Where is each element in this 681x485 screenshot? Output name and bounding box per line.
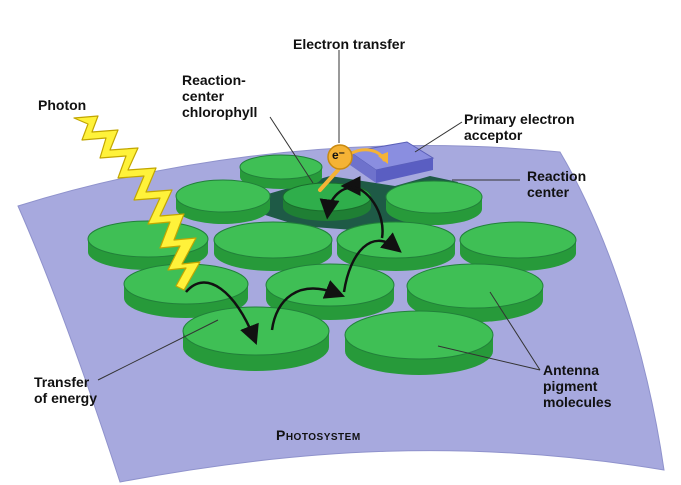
electron-transfer-label: Electron transfer <box>293 36 406 52</box>
primary-electron-acceptor-label: Primary electron acceptor <box>464 111 575 143</box>
energy-transfer-arrow <box>270 280 345 331</box>
antenna-disc <box>239 154 323 189</box>
antenna-disc <box>175 179 271 224</box>
electron-icon <box>327 144 353 170</box>
leader-line <box>269 116 314 184</box>
leader-line <box>414 121 463 153</box>
leader-line <box>489 291 541 371</box>
photosystem-label: Photosystem <box>276 427 361 443</box>
antenna-disc <box>459 221 577 271</box>
leader-line <box>437 345 541 371</box>
photon-label: Photon <box>38 97 87 113</box>
antenna-pigment-molecules-label: Antenna pigment molecules <box>543 362 612 410</box>
leader-line <box>97 319 219 381</box>
antenna-disc <box>344 310 494 375</box>
antenna-disc <box>182 306 330 371</box>
electron-symbol: e⁻ <box>332 148 346 162</box>
reaction-center-chlorophyll-label: Reaction- center chlorophyll <box>182 72 258 120</box>
photon-lightning-icon <box>73 115 201 291</box>
antenna-disc <box>213 221 333 271</box>
energy-transfer-arrow <box>319 186 361 220</box>
reaction-center-label: Reaction center <box>527 168 587 200</box>
electron-trail <box>318 168 340 192</box>
transfer-of-energy-label: Transfer of energy <box>34 374 98 406</box>
antenna-disc <box>385 180 483 225</box>
energy-transfer-arrow <box>342 232 402 293</box>
electron-transfer-arrowhead <box>378 152 388 164</box>
energy-transfer-arrow <box>185 281 259 345</box>
